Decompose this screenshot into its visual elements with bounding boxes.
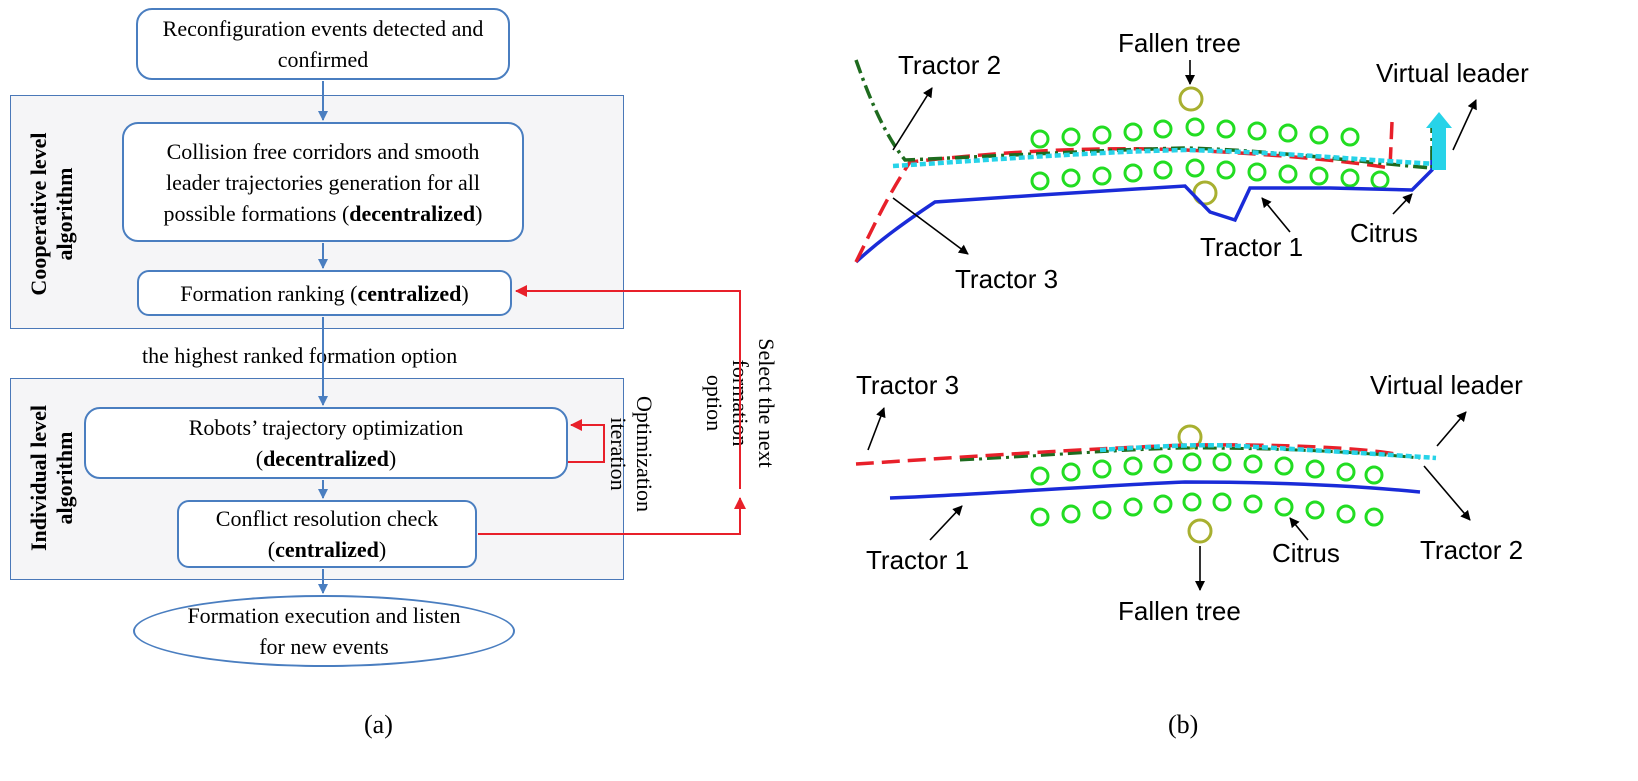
- top-fallen-tree-label: Fallen tree: [1118, 28, 1241, 58]
- formation-ranking-text: Formation ranking (centralized): [180, 280, 469, 306]
- trajectory-line-1: Robots’ trajectory optimization: [188, 415, 464, 440]
- formation-ranking-box: Formation ranking (centralized): [137, 270, 512, 316]
- top-fallen-tree-upper: [1178, 86, 1204, 112]
- top-citrus-row-upper: [1030, 117, 1360, 149]
- top-tractor1-path: [854, 150, 1434, 264]
- caption-a: (a): [364, 710, 393, 739]
- top-tractor3-path: [854, 121, 1394, 263]
- bottom-fallen-tree-label: Fallen tree: [1118, 596, 1241, 626]
- corridor-line-1: Collision free corridors and smooth: [166, 138, 480, 164]
- bottom-virtual-leader-label: Virtual leader: [1370, 370, 1523, 400]
- corridor-generation-box: Collision free corridors and smooth lead…: [122, 122, 524, 242]
- bottom-fallen-tree-lower: [1187, 518, 1213, 544]
- bottom-fallen-tree-upper: [1177, 424, 1203, 450]
- bottom-tractor1-path: [889, 480, 1421, 500]
- reconfiguration-events-text: Reconfiguration events detected and conf…: [162, 16, 484, 72]
- corridor-line-3: possible formations (decentralized): [163, 200, 483, 226]
- bottom-virtual-leader-path: [1099, 442, 1437, 461]
- conflict-line-1: Conflict resolution check: [215, 506, 439, 531]
- optimization-iteration-loop: [568, 419, 605, 463]
- bottom-citrus-row-upper: [1030, 452, 1384, 486]
- top-citrus-label: Citrus: [1350, 218, 1418, 248]
- caption-b: (b): [1168, 710, 1199, 739]
- select-next-formation-return: [515, 285, 741, 489]
- top-tractor1-label: Tractor 1: [1200, 232, 1304, 262]
- formation-execution-text: Formation execution and listen for new e…: [187, 603, 461, 659]
- top-virtual-leader-arrow: [1426, 112, 1452, 170]
- select-next-formation-loop: [478, 497, 746, 535]
- top-virtual-leader-label: Virtual leader: [1376, 58, 1529, 88]
- formation-execution-ellipse: Formation execution and listen for new e…: [133, 595, 515, 667]
- top-virtual-leader-path: [892, 147, 1439, 169]
- reconfiguration-events-box: Reconfiguration events detected and conf…: [136, 8, 510, 80]
- corridor-line-2: leader trajectories generation for all: [166, 169, 480, 195]
- conflict-line-2: (centralized): [267, 537, 387, 562]
- conflict-resolution-box: Conflict resolution check (centralized): [177, 500, 477, 568]
- trajectory-line-2: (decentralized): [255, 446, 397, 471]
- bottom-tractor2-path: [959, 446, 1421, 462]
- bottom-tractor2-label: Tractor 2: [1420, 535, 1524, 565]
- highest-ranked-label: the highest ranked formation option: [142, 343, 458, 368]
- bottom-citrus-row-lower: [1030, 492, 1384, 527]
- bottom-tractor3-path: [855, 443, 1397, 466]
- trajectory-optimization-box: Robots’ trajectory optimization (decentr…: [84, 407, 568, 479]
- bottom-tractor1-label: Tractor 1: [866, 545, 970, 575]
- bottom-citrus-label: Citrus: [1272, 538, 1340, 568]
- top-tractor3-label: Tractor 3: [955, 264, 1059, 294]
- top-tractor2-label: Tractor 2: [898, 50, 1002, 80]
- bottom-tractor3-label: Tractor 3: [856, 370, 960, 400]
